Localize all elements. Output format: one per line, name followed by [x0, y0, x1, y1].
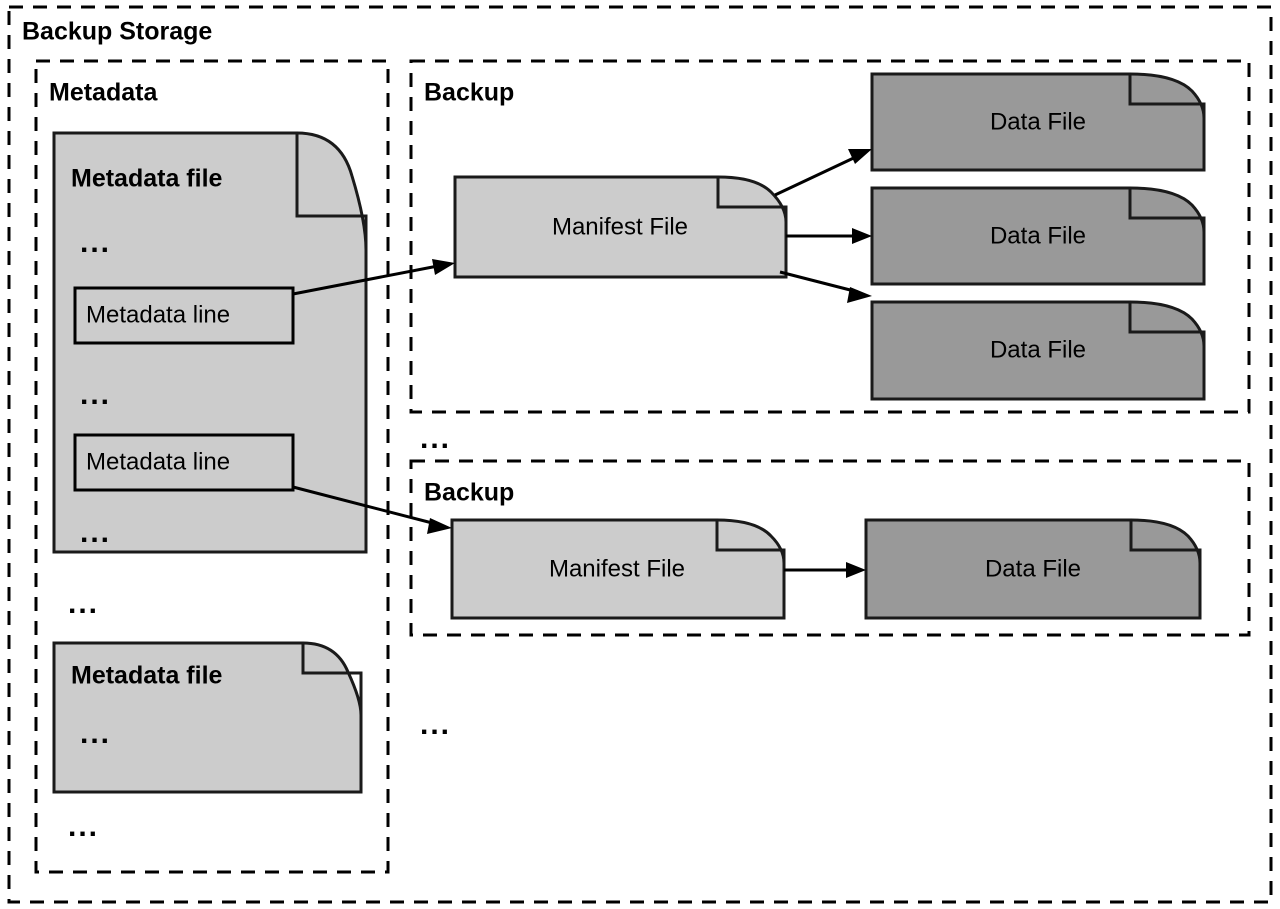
metadata-file-1-ellipsis-bottom: ...	[80, 516, 111, 549]
data-file-4-fold	[1129, 520, 1202, 563]
metadata-file-1-ellipsis-top: ...	[80, 226, 111, 259]
connector-manifest-1-to-data-file-3	[779, 270, 872, 303]
metadata-line-2-label: Metadata line	[86, 448, 230, 475]
ellipsis-after-backups: ...	[420, 708, 451, 741]
arrowhead-icon	[427, 518, 452, 534]
data-file-2-fold	[1128, 188, 1206, 232]
metadata-line-2-box	[73, 433, 295, 492]
data-file-3-fold	[1128, 302, 1206, 346]
metadata-file-1-ellipsis-mid: ...	[80, 378, 111, 411]
connector-manifest-1-to-data-file-1	[774, 149, 872, 197]
connector-manifest-1-to-data-file-2	[786, 228, 872, 244]
backup-section-1-title: Backup	[424, 79, 514, 107]
metadata-file-2-title: Metadata file	[71, 662, 223, 690]
metadata-line-2[interactable]: Metadata line	[73, 433, 295, 492]
metadata-file-2-ellipsis: ...	[80, 717, 111, 750]
metadata-file-2[interactable]: Metadata file ...	[52, 641, 363, 794]
connector-line	[779, 270, 859, 294]
data-file-2[interactable]: Data File	[870, 186, 1206, 286]
backup-storage-title: Backup Storage	[22, 18, 212, 46]
backup-storage-container	[7, 5, 1273, 904]
connector-manifest-2-to-data-file-4	[784, 562, 866, 578]
metadata-ellipsis-between-files: ...	[68, 587, 99, 620]
metadata-line-1-box	[73, 286, 295, 345]
ellipsis-between-backups: ...	[420, 422, 451, 455]
data-file-4-label: Data File	[985, 555, 1081, 582]
connector-line	[774, 153, 861, 197]
data-file-1[interactable]: Data File	[870, 72, 1206, 172]
arrowhead-icon	[432, 259, 455, 275]
data-file-1-fold	[1128, 74, 1206, 118]
manifest-file-1-label: Manifest File	[552, 213, 688, 240]
manifest-file-2[interactable]: Manifest File	[450, 518, 786, 620]
data-file-3-label: Data File	[990, 336, 1086, 363]
manifest-file-1-fold	[716, 177, 788, 222]
manifest-file-1[interactable]: Manifest File	[453, 175, 788, 279]
data-file-1-label: Data File	[990, 108, 1086, 135]
arrowhead-icon	[848, 149, 872, 164]
metadata-line-1-label: Metadata line	[86, 301, 230, 328]
arrowhead-icon	[847, 287, 872, 303]
connector-metadata-line-1-to-manifest-1	[292, 259, 455, 296]
manifest-file-2-label: Manifest File	[549, 555, 685, 582]
metadata-file-2-fold	[301, 643, 363, 715]
data-file-3[interactable]: Data File	[870, 300, 1206, 401]
metadata-section-title: Metadata	[49, 79, 158, 107]
arrowhead-icon	[846, 562, 866, 578]
manifest-file-2-fold	[715, 520, 786, 563]
metadata-file-1[interactable]: Metadata file ... Metadata line ... Meta…	[52, 131, 368, 554]
backup-section-2-title: Backup	[424, 479, 514, 507]
metadata-ellipsis-after-files: ...	[68, 810, 99, 843]
connector-line	[292, 263, 444, 296]
connector-line	[292, 485, 441, 527]
data-file-4[interactable]: Data File	[864, 518, 1202, 620]
arrowhead-icon	[852, 228, 872, 244]
data-file-2-label: Data File	[990, 222, 1086, 249]
backup-section-2-container	[409, 459, 1251, 637]
metadata-file-1-fold	[295, 133, 368, 250]
backup-section-1-container	[409, 59, 1251, 414]
connector-metadata-line-2-to-manifest-2	[292, 485, 452, 534]
metadata-file-1-title: Metadata file	[71, 165, 223, 193]
metadata-line-1[interactable]: Metadata line	[73, 286, 295, 345]
metadata-section-container	[34, 59, 390, 874]
